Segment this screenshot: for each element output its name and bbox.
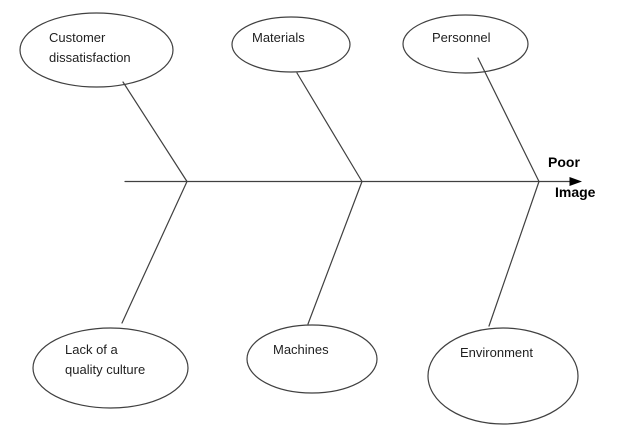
cause-label-personnel: Personnel [432,28,491,48]
cause-label-environment: Environment [460,343,533,363]
spine-arrowhead-icon [569,177,582,186]
cause-label-line: dissatisfaction [49,50,131,65]
cause-label-line: Lack of a [65,342,118,357]
bone-machines [307,180,363,325]
effect-label-line1: Poor [548,154,580,170]
ellipse-materials [231,16,351,73]
bone-environment [488,180,540,327]
cause-label-line: Materials [252,30,305,45]
bone-customer-dissatisfaction [122,81,188,183]
ellipse-lack-of-quality-culture [32,327,189,409]
fishbone-shapes [19,12,582,425]
cause-label-lack-of-quality-culture: Lack of a quality culture [65,340,145,380]
bone-lack-of-quality-culture [121,180,188,324]
cause-label-machines: Machines [273,340,329,360]
cause-label-line: Environment [460,345,533,360]
effect-label-line2: Image [555,184,596,200]
cause-label-line: Machines [273,342,329,357]
cause-label-customer-dissatisfaction: Customer dissatisfaction [49,28,131,68]
ellipse-personnel [402,14,529,74]
cause-label-line: quality culture [65,362,146,377]
bone-materials [296,72,363,183]
ellipse-environment [427,327,579,425]
bone-personnel [477,57,540,183]
cause-label-line: Personnel [432,30,491,45]
ellipse-machines [246,324,378,394]
cause-label-materials: Materials [252,28,305,48]
cause-label-line: Customer [49,30,106,45]
ellipse-customer-dissatisfaction [19,12,174,88]
